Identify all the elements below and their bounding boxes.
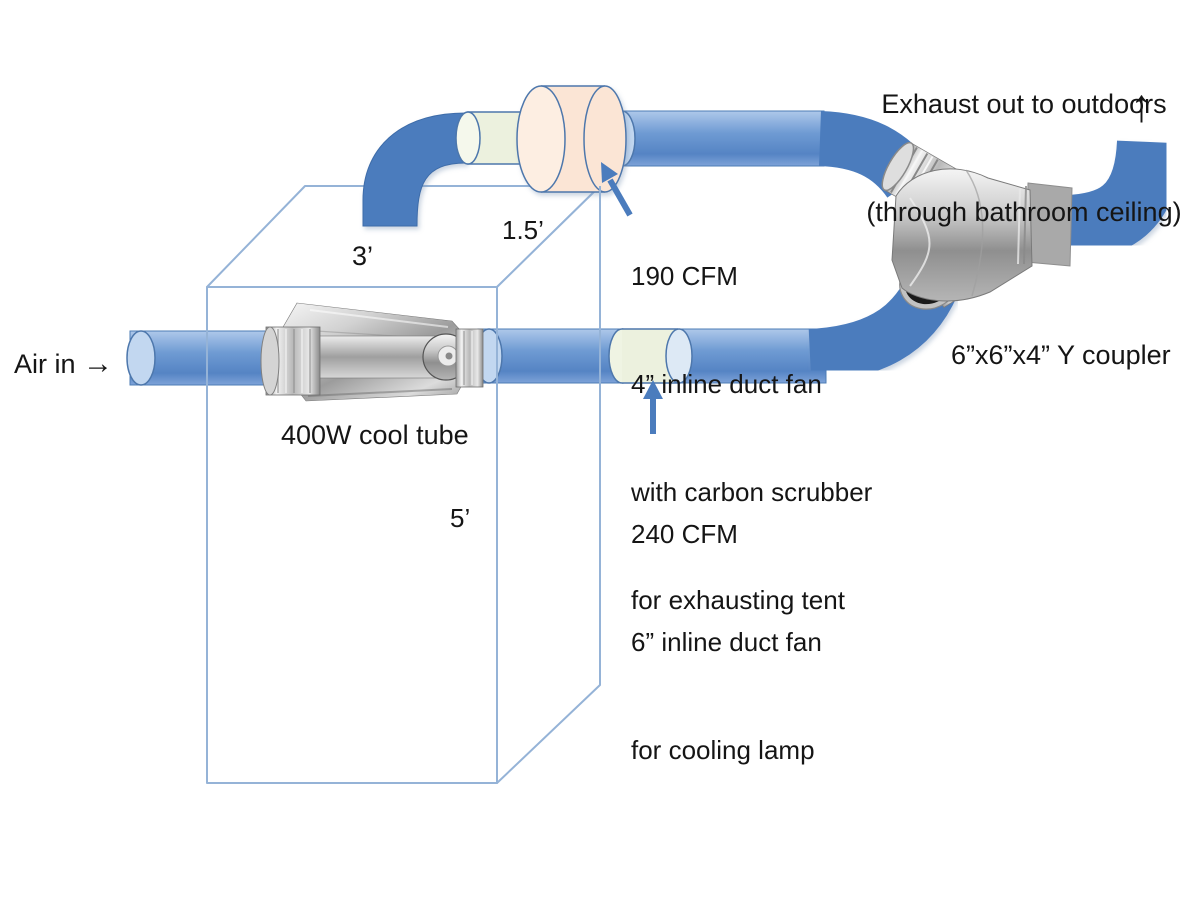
tent-depth-label: 1.5’ [502,215,544,245]
y-coupler [881,141,1073,310]
exhaust-fan-line1: 190 CFM [631,261,738,291]
cooling-fan-line2: 6” inline duct fan [631,627,822,657]
tent-edges-overlay [206,186,601,783]
exhaust-note-label: Exhaust out to outdoors (through bathroo… [856,14,1192,302]
air-in-label: Air in → [14,346,113,382]
exhaust-fan-line4: for exhausting tent [631,585,845,615]
tent-width-label: 3’ [352,241,374,271]
up-arrow-icon: ↑ [1130,79,1153,131]
exhaust-fan-label: 190 CFM 4” inline duct fan with carbon s… [631,186,872,690]
exhaust-note-line2: (through bathroom ceiling) [866,197,1182,227]
cooling-fan-line1: 240 CFM [631,519,738,549]
cooling-fan-line3: for cooling lamp [631,735,815,765]
exhaust-fan-pointer-arrow [601,162,633,217]
tent-height-label: 5’ [450,503,471,533]
exhaust-note-line1: Exhaust out to outdoors [881,89,1167,119]
exhaust-duct [1065,139,1183,261]
cool-tube-label: 400W cool tube [281,420,469,450]
exhaust-fan-line3: with carbon scrubber [631,477,873,507]
cooling-fan-pointer-arrow [643,380,663,434]
inline-fan-6in [608,328,693,384]
cool-tube-fixture [260,302,484,402]
y-coupler-label: 6”x6”x4” Y coupler [951,340,1171,370]
right-arrow-icon: → [83,347,114,380]
grow-tent-box [206,185,601,784]
cooling-fan-label: 240 CFM 6” inline duct fan for cooling l… [631,444,822,840]
air-in-text: Air in [14,349,84,379]
exhaust-fan-line2: 4” inline duct fan [631,369,822,399]
carbon-scrubber [516,85,627,193]
